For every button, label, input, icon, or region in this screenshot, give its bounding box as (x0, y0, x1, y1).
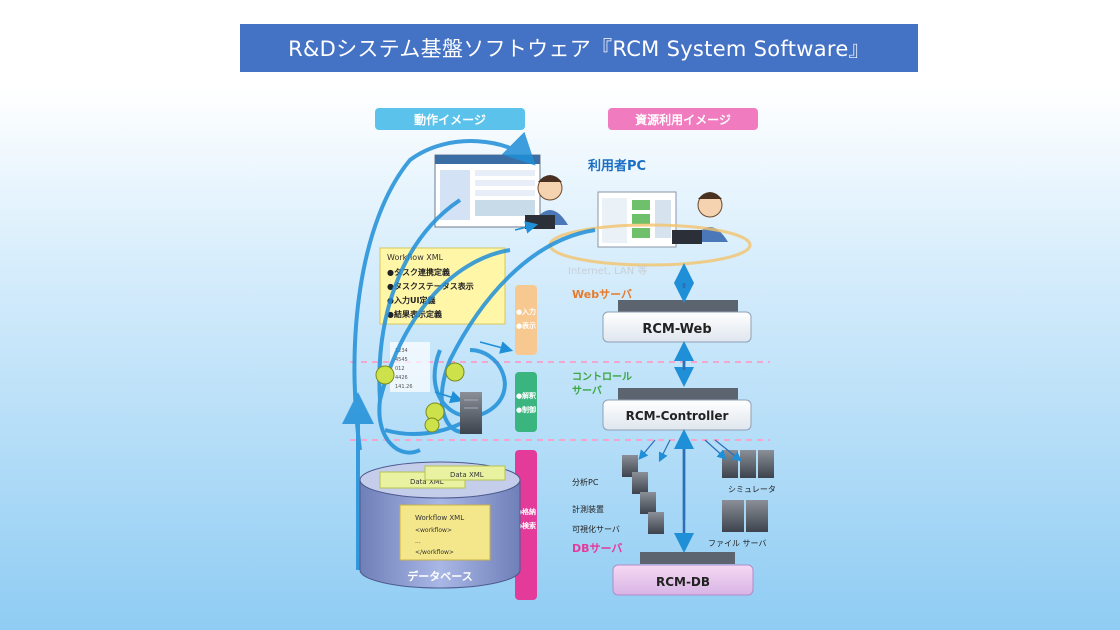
workflow-item: ●タスク連携定義 (387, 267, 450, 277)
analysis-servers-icon (622, 455, 664, 534)
system-diagram: 動作イメージ 資源利用イメージ 利用者PC (340, 100, 780, 610)
svg-text:●制御: ●制御 (516, 405, 536, 414)
controller-tower-icon (460, 392, 482, 434)
rcm-web-box: RCM-Web (602, 300, 752, 343)
workflow-item: ●タスクステータス表示 (387, 281, 474, 291)
app-screen-window-2 (597, 191, 677, 248)
user-pc-label: 利用者PC (588, 158, 646, 174)
svg-text:●格納: ●格納 (516, 507, 536, 516)
svg-text:●検索: ●検索 (516, 521, 536, 530)
app-screen-window (434, 154, 541, 228)
workflow-box-title: Workflow XML (387, 253, 444, 262)
agent-figure-icon (375, 362, 465, 433)
data-xml-label: Data XML (410, 478, 444, 486)
svg-text:<workflow>: <workflow> (415, 527, 452, 534)
controller-label-line1: コントロール (572, 371, 632, 383)
workflow-item: ●入力UI定義 (387, 295, 435, 305)
svg-text:1234: 1234 (395, 348, 408, 354)
svg-text:141.26: 141.26 (395, 384, 413, 390)
svg-text:...: ... (415, 538, 421, 545)
svg-text:4426: 4426 (395, 375, 408, 381)
svg-text:●入力: ●入力 (516, 307, 536, 316)
svg-text:</workflow>: </workflow> (415, 549, 454, 556)
operation-image-pill: 動作イメージ (375, 108, 525, 130)
simulator-servers-icon (722, 450, 774, 478)
workflow-item: ●結果表示定義 (387, 309, 442, 319)
analysis-pc-label: 分析PC (572, 477, 599, 487)
thin-arrows (434, 221, 539, 404)
svg-text:4545: 4545 (395, 357, 408, 363)
db-server-label: DBサーバ (572, 542, 622, 555)
network-label: Internet, LAN 等 (568, 264, 647, 277)
resource-image-pill: 資源利用イメージ (608, 108, 758, 130)
measurement-device-label: 計測装置 (572, 504, 604, 514)
file-server-label: ファイル サーバ (708, 539, 766, 548)
rcm-controller-label: RCM-Controller (626, 409, 729, 423)
operation-image-label: 動作イメージ (414, 112, 486, 127)
web-server-label: Webサーバ (572, 288, 632, 301)
svg-text:012: 012 (395, 366, 405, 372)
database-cylinder: Data XML Data XML Workflow XML <workflow… (359, 461, 521, 589)
data-xml-label: Data XML (450, 471, 484, 479)
database-label: データベース (407, 569, 472, 583)
svg-text:●解釈: ●解釈 (516, 391, 537, 400)
rcm-db-label: RCM-DB (656, 575, 710, 589)
stage-control-pill: ●解釈 ●制御 (515, 372, 537, 432)
simulator-label: シミュレータ (728, 485, 776, 494)
db-workflow-xml-label: Workflow XML (415, 514, 464, 522)
rcm-db-box: RCM-DB (612, 552, 754, 596)
slide-title: R&Dシステム基盤ソフトウェア『RCM System Software』 (240, 24, 918, 72)
controller-label-line2: サーバ (572, 385, 602, 397)
resource-link-arrows (638, 439, 742, 463)
stage-io-pill: ●入力 ●表示 (515, 285, 537, 355)
rcm-web-label: RCM-Web (642, 322, 711, 337)
rcm-controller-box: RCM-Controller (602, 388, 752, 431)
svg-text:●表示: ●表示 (516, 321, 536, 330)
visualization-server-label: 可視化サーバ (572, 524, 620, 534)
file-server-icon (722, 500, 768, 532)
resource-image-label: 資源利用イメージ (635, 112, 731, 127)
